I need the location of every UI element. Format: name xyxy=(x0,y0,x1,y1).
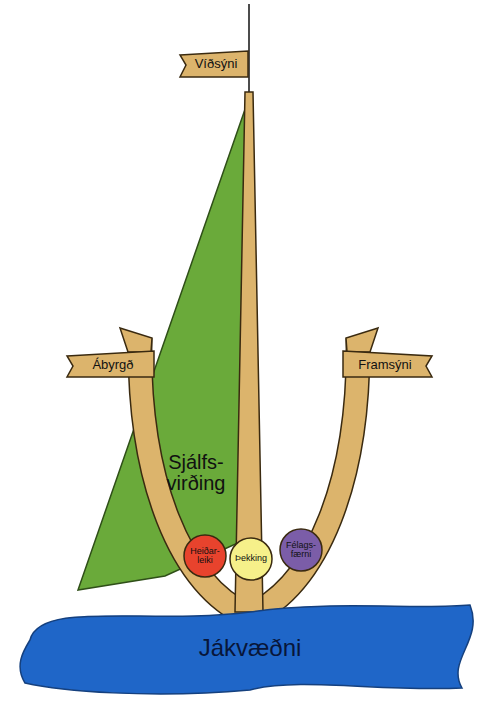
text-area: Sjálfs- virðing xyxy=(150,440,242,506)
value-circle: Félags- færni xyxy=(279,528,323,572)
anchor-arm xyxy=(140,338,249,616)
value-circle-outline xyxy=(230,538,272,580)
node-label: Jákvæðni xyxy=(199,635,302,660)
anchor-horn xyxy=(346,328,378,352)
node-label: Ábyrgð xyxy=(92,358,133,372)
water-outline xyxy=(20,605,473,694)
flag: Framsýni xyxy=(342,350,434,378)
node-label: Félags- færni xyxy=(280,541,322,560)
water: Jákvæðni xyxy=(0,595,500,702)
value-circle-outline xyxy=(280,529,322,571)
value-circle-outline xyxy=(184,535,226,577)
text-area: Jákvæðni xyxy=(140,623,360,673)
flag-outline xyxy=(343,351,432,377)
flag: Ábyrgð xyxy=(66,350,156,378)
text-area: Ábyrgð xyxy=(74,353,152,376)
node-label: Þekking xyxy=(235,554,267,563)
anchor-arm-outline xyxy=(140,338,249,616)
flag-outline xyxy=(180,51,248,77)
flag-outline xyxy=(67,351,154,377)
node-label: Sjálfs- virðing xyxy=(150,452,242,494)
text-area: Félags- færni xyxy=(280,529,322,571)
text-area: Þekking xyxy=(230,538,272,580)
value-circle: Þekking xyxy=(229,537,273,581)
node-label: Heiðar- leiki xyxy=(184,547,226,566)
anchor-horn xyxy=(120,328,152,352)
value-circle: Heiðar- leiki xyxy=(183,534,227,578)
node-label: Framsýni xyxy=(358,358,411,372)
text-area: Víðsýni xyxy=(187,52,245,76)
text-area: Heiðar- leiki xyxy=(184,535,226,577)
node-label: Víðsýni xyxy=(195,57,238,71)
mast xyxy=(235,92,263,612)
flag: Víðsýni xyxy=(179,50,249,78)
text-area: Framsýni xyxy=(345,353,425,376)
